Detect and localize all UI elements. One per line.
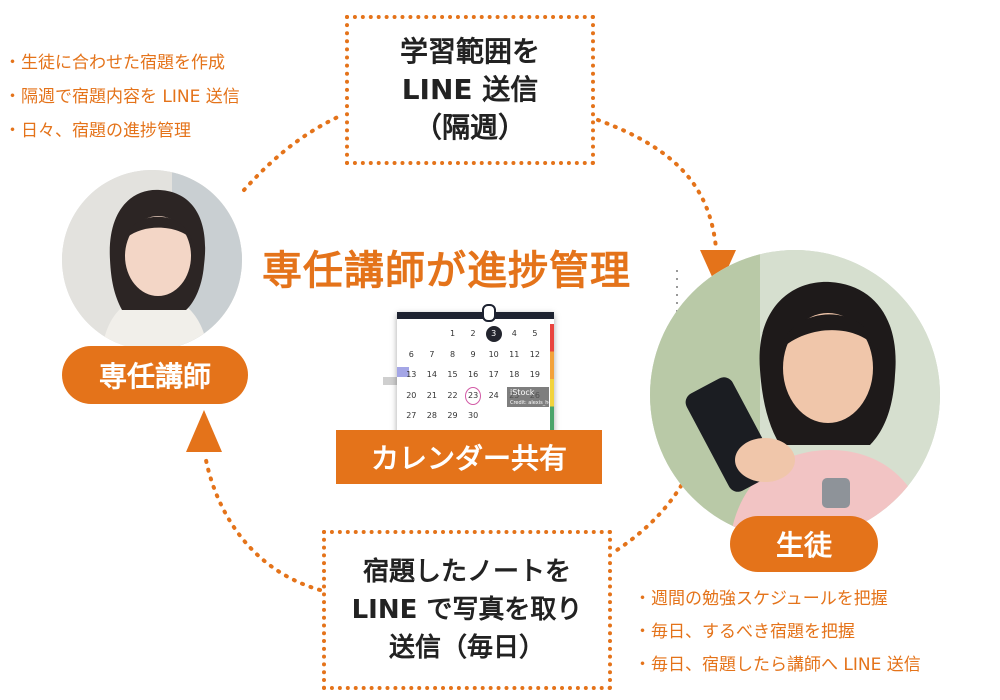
calendar-day: 15 [447, 370, 458, 380]
watermark-credit: Credit: alexis_heyman [510, 400, 549, 406]
calendar-day: 13 [406, 370, 417, 380]
box-bottom-line-3: 送信（毎日） [388, 633, 545, 663]
calendar-day: 17 [488, 370, 499, 380]
arrowhead-to-student [700, 250, 736, 290]
box-top-line-1: 学習範囲を [399, 35, 540, 68]
calendar-day: 8 [449, 349, 456, 359]
calendar-day: 16 [467, 370, 479, 380]
arrowhead-to-teacher [186, 410, 222, 452]
calendar-day: 20 [406, 390, 417, 400]
calendar-day: 6 [408, 349, 414, 359]
calendar-day: 10 [488, 349, 499, 359]
calendar-day: 5 [532, 329, 538, 339]
teacher-label: 専任講師 [62, 346, 248, 404]
calendar-day: 22 [447, 390, 458, 400]
calendar-shadow [383, 377, 397, 385]
box-top-line-2: LINE 送信 [401, 73, 539, 106]
connector-teacher-to-top [242, 113, 344, 192]
watermark-text: iStock [510, 388, 535, 397]
calendar-share-label: カレンダー共有 [336, 430, 602, 484]
weekly-line-send-box: 学習範囲を LINE 送信 （隔週） [345, 15, 595, 165]
calendar-day: 28 [426, 411, 437, 421]
calendar-day: 14 [426, 370, 437, 380]
calendar-day: 11 [509, 349, 520, 359]
connector-student-to-bottom [612, 468, 692, 554]
student-illustration [650, 250, 940, 540]
calendar-day: 1 [449, 329, 456, 339]
box-bottom-line-2: LINE で写真を取り [351, 595, 583, 625]
student-note: 毎日、宿題したら講師へ LINE 送信 [634, 649, 921, 682]
daily-photo-send-box: 宿題したノートを LINE で写真を取り 送信（毎日） [322, 530, 612, 690]
calendar-day [504, 408, 525, 424]
teacher-notes-list: 生徒に合わせた宿題を作成 隔週で宿題内容を LINE 送信 日々、宿題の進捗管理 [4, 46, 240, 148]
calendar-day: 21 [426, 390, 437, 400]
calendar-day: 30 [467, 411, 479, 421]
connector-top-to-student [596, 118, 718, 250]
calendar-top-bar [397, 312, 554, 319]
calendar-day: 7 [429, 349, 435, 359]
calendar-day [525, 408, 546, 424]
teacher-note: 生徒に合わせた宿題を作成 [4, 46, 240, 80]
calendar-color-stripe [550, 324, 554, 434]
student-label: 生徒 [730, 516, 878, 572]
student-photo [650, 250, 940, 540]
calendar-day: 19 [529, 370, 540, 380]
calendar-day: 4 [511, 329, 517, 339]
teacher-note: 日々、宿題の進捗管理 [4, 114, 240, 148]
calendar-day: 2 [470, 329, 476, 339]
box-top-line-3: （隔週） [413, 111, 526, 144]
connector-bottom-to-teacher [203, 453, 322, 592]
calendar-day: 18 [509, 370, 520, 380]
calendar-day [401, 326, 422, 342]
calendar-day: 23 [465, 386, 482, 405]
decorative-dots [676, 270, 678, 340]
box-bottom-line-1: 宿題したノートを [362, 557, 571, 587]
calendar-day: 27 [406, 411, 417, 421]
student-note: 週間の勉強スケジュールを把握 [634, 583, 921, 616]
calendar-hook-icon [482, 304, 496, 322]
teacher-illustration [62, 170, 242, 350]
calendar-day: 9 [470, 349, 476, 359]
teacher-note: 隔週で宿題内容を LINE 送信 [4, 80, 240, 114]
teacher-photo [62, 170, 242, 350]
calendar-day: 12 [529, 349, 540, 359]
calendar-day [483, 408, 504, 424]
student-note: 毎日、するべき宿題を把握 [634, 616, 921, 649]
calendar-day: 29 [447, 411, 458, 421]
calendar-day: 3 [485, 326, 502, 343]
center-title: 専任講師が進捗管理 [262, 248, 631, 294]
calendar-day: 24 [488, 390, 499, 400]
calendar-day [422, 326, 443, 342]
istock-watermark: iStock Credit: alexis_heyman [507, 387, 549, 407]
student-notes-list: 週間の勉強スケジュールを把握 毎日、するべき宿題を把握 毎日、宿題したら講師へ … [634, 583, 921, 682]
calendar-tab [397, 367, 409, 377]
